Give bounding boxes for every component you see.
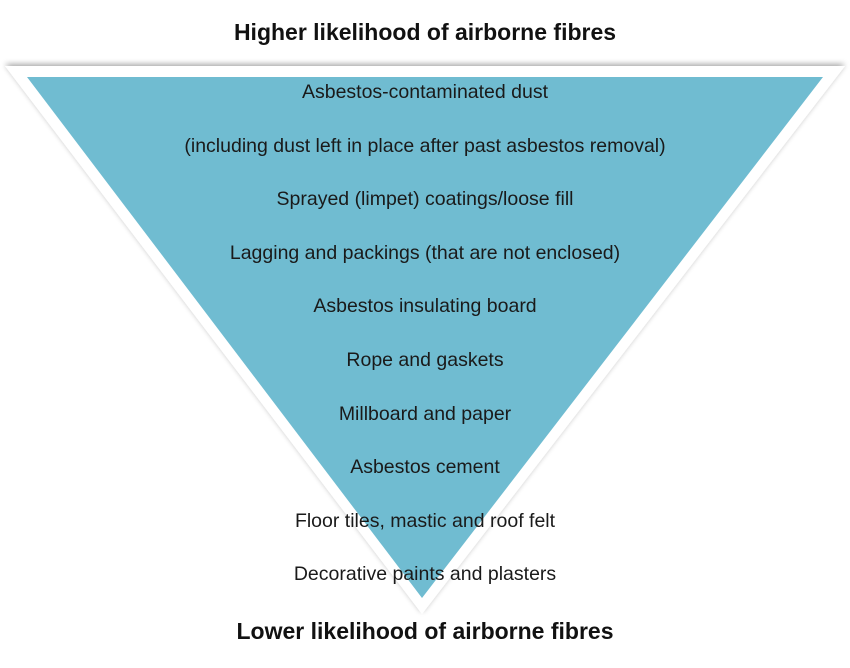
material-item: Lagging and packings (that are not enclo… <box>229 241 621 264</box>
triangle-fill <box>27 77 823 598</box>
higher-likelihood-label: Higher likelihood of airborne fibres <box>233 19 617 45</box>
material-item: Asbestos cement <box>350 456 500 479</box>
material-item: Rope and gaskets <box>346 349 504 371</box>
material-item: (including dust left in place after past… <box>184 134 666 157</box>
lower-likelihood-label: Lower likelihood of airborne fibres <box>236 618 614 644</box>
material-item: Asbestos insulating board <box>313 295 537 318</box>
material-item: Asbestos-contaminated dust <box>301 81 549 103</box>
material-item: Millboard and paper <box>338 402 512 425</box>
material-item: Sprayed (limpet) coatings/loose fill <box>276 188 574 211</box>
material-item: Decorative paints and plasters <box>293 563 557 586</box>
material-item: Floor tiles, mastic and roof felt <box>294 509 556 532</box>
